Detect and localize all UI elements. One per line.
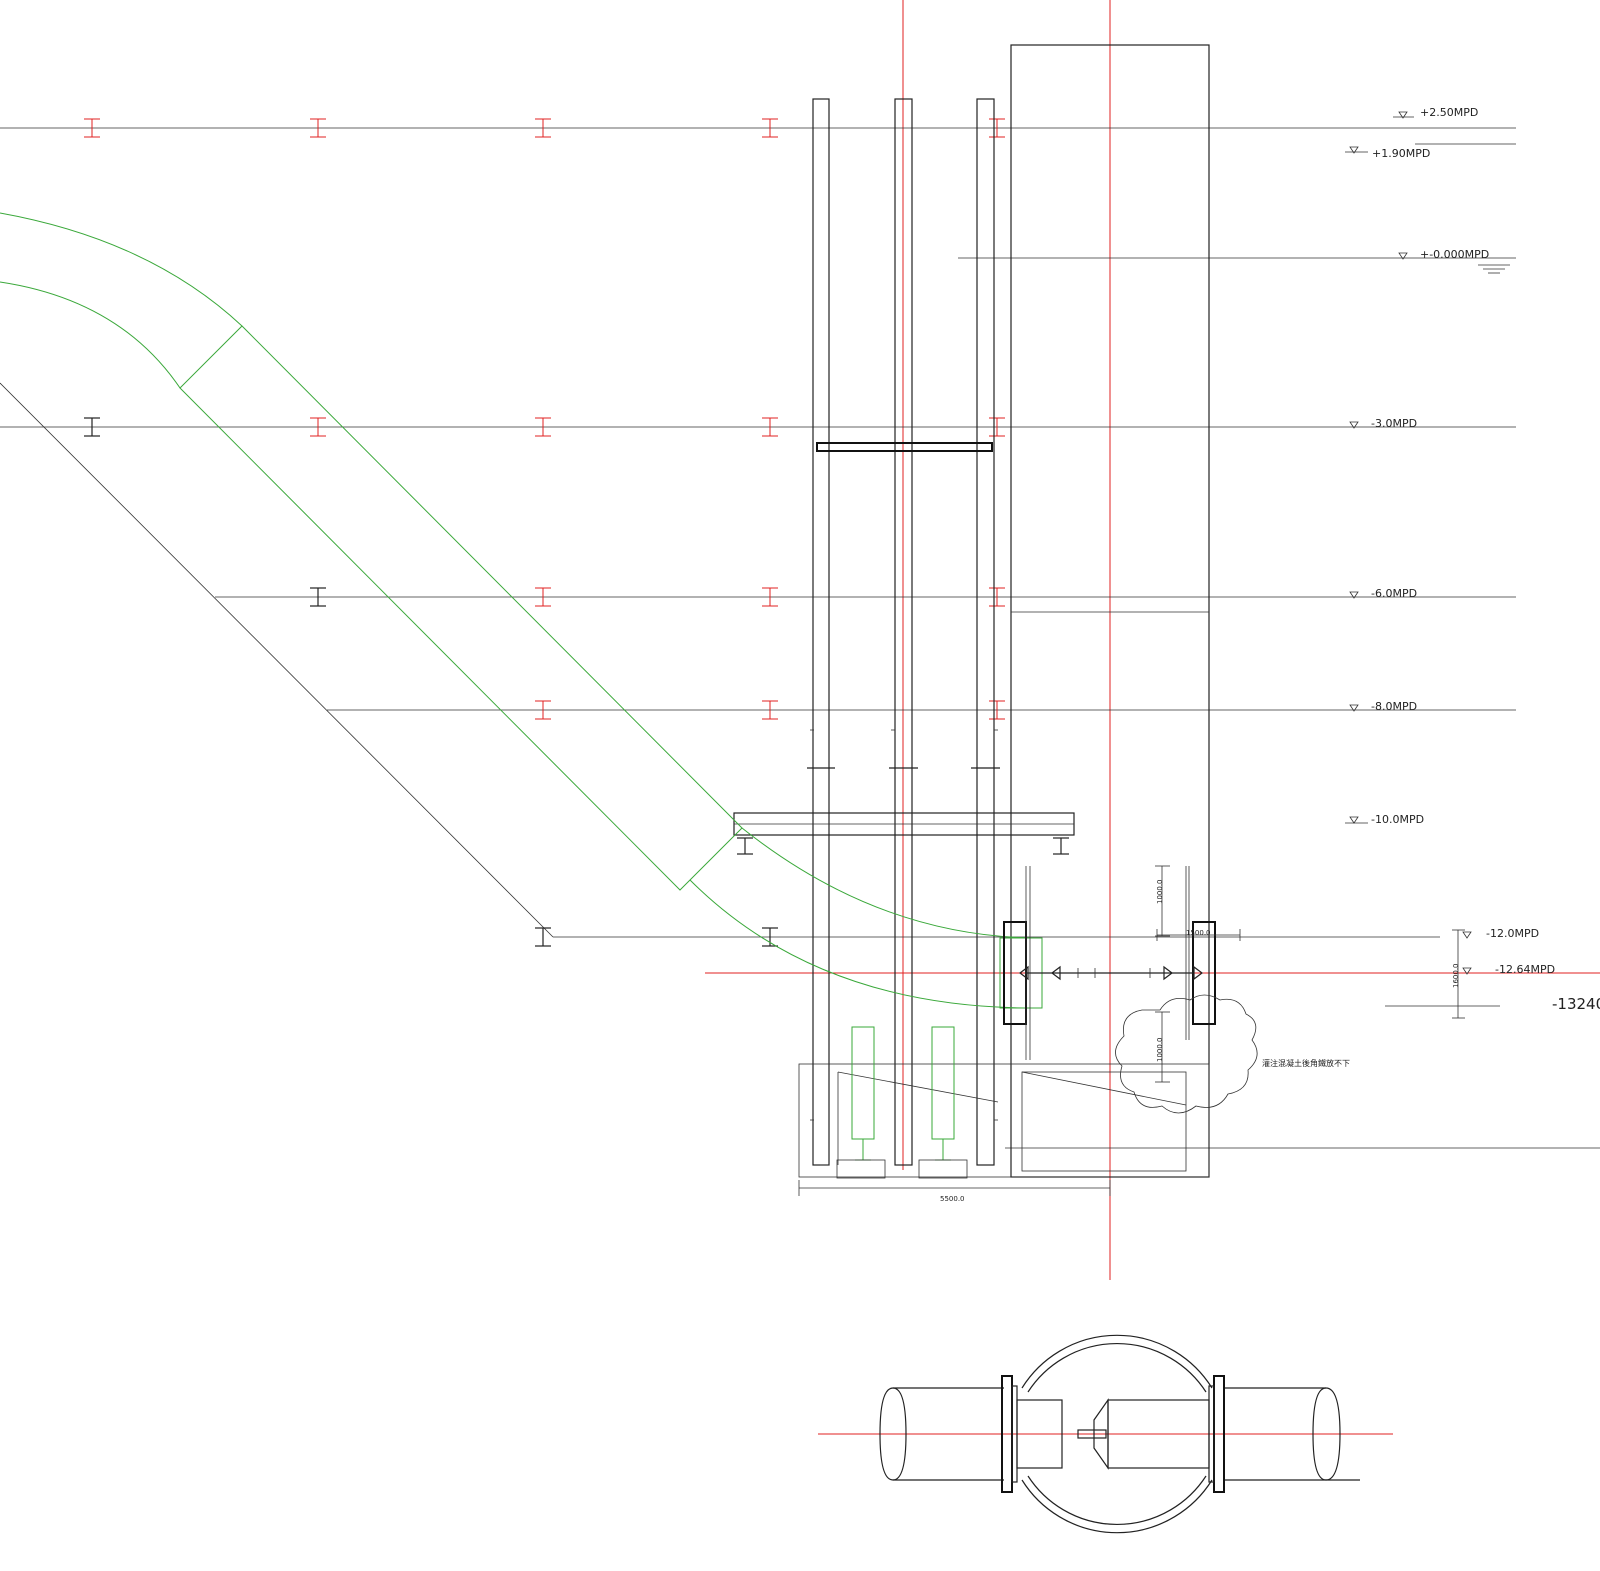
strut-marker [535,118,551,138]
level-label: +1.90MPD [1372,147,1430,160]
level-label: +2.50MPD [1420,106,1478,119]
chamber [798,1026,1210,1179]
walers [733,442,1075,836]
level-label: -10.0MPD [1371,813,1424,826]
dimension-labels: 5500.0 1500.0 1000.0 1000.0 1600.0 [940,880,1460,1204]
centerlines [705,0,1600,1435]
strut-marker [310,587,326,607]
strut-marker [762,700,778,720]
dimension-label: 1000.0 [1156,880,1164,905]
level-labels: +2.50MPD +1.90MPD +-0.000MPD -3.0MPD -6.… [1371,106,1600,1013]
strut-marker [989,118,1005,138]
level-label: -3.0MPD [1371,417,1417,430]
dimension-label: 1600.0 [1452,964,1460,989]
level-label: +-0.000MPD [1420,248,1489,261]
revision-cloud [1115,994,1258,1114]
strut-marker [84,417,100,437]
pipe-jacking [0,212,1043,1009]
strut-marker [737,837,753,855]
strut-marker [989,700,1005,720]
strut-marker [989,587,1005,607]
dimension-label: 1000.0 [1156,1038,1164,1063]
dimensions [798,865,1465,1196]
level-label: -12.0MPD [1486,927,1539,940]
strut-markers [84,118,1069,947]
plan-view [879,1334,1360,1534]
strut-marker [535,927,551,947]
strut-marker [762,417,778,437]
strut-marker [762,118,778,138]
strut-marker [535,417,551,437]
level-label: -12.64MPD [1495,963,1555,976]
level-label-big: -13240 [1552,995,1600,1013]
strut-marker [310,417,326,437]
strut-marker [1053,837,1069,855]
level-label: -6.0MPD [1371,587,1417,600]
level-markers [1345,111,1510,975]
strut-marker [535,587,551,607]
dimension-label: 5500.0 [940,1195,965,1203]
level-lines [0,127,1600,1149]
strut-marker [762,587,778,607]
strut-marker [989,417,1005,437]
annotation-note: 灌注混凝土後角鐵放不下 [1262,1058,1350,1068]
strut-marker [84,118,100,138]
seal-rings [1003,866,1216,1060]
excavation-slope [0,382,554,938]
dimension-label: 1500.0 [1186,929,1211,937]
strut-marker [535,700,551,720]
level-label: -8.0MPD [1371,700,1417,713]
piles [807,98,1000,1166]
strut-marker [310,118,326,138]
